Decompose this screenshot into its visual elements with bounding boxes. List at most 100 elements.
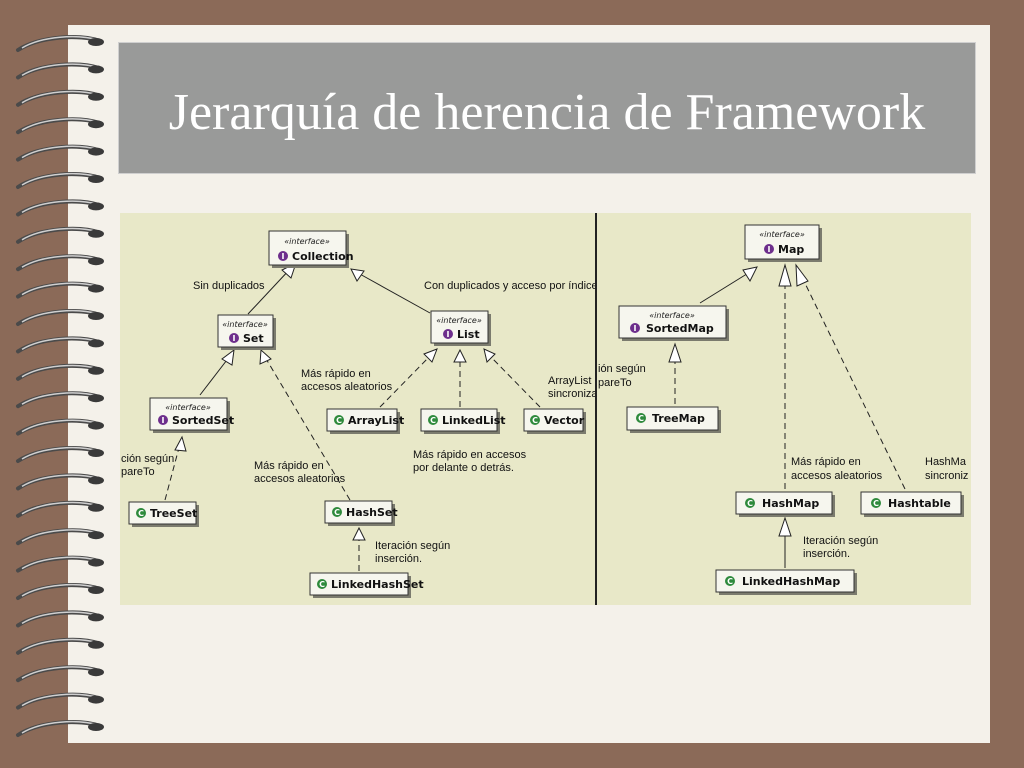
name-sortedmap: SortedMap <box>646 322 714 335</box>
arrowhead-vector-list <box>483 348 496 363</box>
stereotype-map: «interface» <box>759 230 805 239</box>
node-collection: «interface» I Collection <box>268 230 354 268</box>
arrowhead-sortedmap-map <box>742 266 758 283</box>
spiral-hole <box>88 586 104 594</box>
spiral-hole <box>88 668 104 677</box>
stereotype-list: «interface» <box>436 316 482 325</box>
badge-letter-linkedhashset: C <box>319 580 325 589</box>
interface-badge-icon <box>764 244 774 254</box>
class-badge-icon <box>317 579 327 589</box>
edges-collection <box>164 262 541 571</box>
spiral-hole <box>88 613 104 622</box>
edges-map <box>668 263 906 568</box>
node-map: «interface» I Map <box>744 224 822 262</box>
spiral-hole <box>88 312 104 320</box>
arrowhead-arraylist-list <box>423 348 438 363</box>
node-sortedset: «interface» I SortedSet <box>149 397 234 433</box>
name-treeset: TreeSet <box>150 507 197 520</box>
spiral-hole <box>88 229 104 238</box>
badge-letter-treeset: C <box>138 509 144 518</box>
node-linkedlist: C LinkedList <box>420 408 506 434</box>
badge-letter-sortedset: I <box>162 416 165 425</box>
name-arraylist: ArrayList <box>348 414 404 427</box>
note-arraylist-sinc-1: ArrayList <box>548 375 591 387</box>
node-hashmap: C HashMap <box>735 491 835 517</box>
name-hashset: HashSet <box>346 506 398 519</box>
note-sortedmap-iter-2: pareTo <box>598 377 632 389</box>
note-hashset-rapido-1: Más rápido en <box>254 460 324 472</box>
stereotype-collection: «interface» <box>284 237 330 246</box>
spiral-hole <box>88 723 104 731</box>
spiral-hole <box>88 476 104 485</box>
note-linkedhashset-iter-1: Iteración según <box>375 540 450 552</box>
edge-vector-list <box>489 355 541 408</box>
node-treemap: C TreeMap <box>626 406 721 433</box>
edge-list-collection <box>357 272 431 314</box>
spiral-hole <box>88 366 104 375</box>
arrowhead-linkedhashmap-hashmap <box>778 516 792 537</box>
name-treemap: TreeMap <box>652 412 705 425</box>
arrowhead-treemap-sortedmap <box>668 342 682 363</box>
node-hashtable: C Hashtable <box>860 491 964 517</box>
arrowhead-hashmap-map <box>778 263 792 287</box>
class-badge-icon <box>428 415 438 425</box>
note-list-delante-2: por delante o detrás. <box>413 462 514 474</box>
badge-letter-list: I <box>447 330 450 339</box>
class-badge-icon <box>636 413 646 423</box>
note-hashmap-rapido-1: Más rápido en <box>791 456 861 468</box>
edge-set-collection <box>247 267 292 315</box>
spiral-hole <box>88 147 104 156</box>
class-badge-icon <box>871 498 881 508</box>
name-linkedhashset: LinkedHashSet <box>331 578 424 591</box>
edge-sortedset-set <box>199 355 231 396</box>
edge-arraylist-list <box>379 354 432 408</box>
spiral-hole <box>88 284 104 293</box>
spiral-hole <box>88 421 104 430</box>
name-vector: Vector <box>544 414 585 427</box>
badge-letter-set: I <box>233 334 236 343</box>
note-sortedset-iter-1: ción según <box>121 453 174 465</box>
arrowhead-linkedhashset-hashset <box>352 526 366 541</box>
stereotype-set: «interface» <box>222 320 268 329</box>
spiral-rings <box>16 35 104 737</box>
badge-letter-hashmap: C <box>747 499 753 508</box>
note-hashtable-sinc-1: HashMa <box>925 456 967 468</box>
badge-letter-hashset: C <box>334 508 340 517</box>
arrowhead-hashset-set <box>259 348 272 365</box>
interface-badge-icon <box>630 323 640 333</box>
node-linkedhashset: C LinkedHashSet <box>309 572 424 598</box>
name-hashmap: HashMap <box>762 497 819 510</box>
spiral-hole <box>88 449 104 457</box>
note-hashset-rapido-2: accesos aleatorios <box>254 473 346 485</box>
class-badge-icon <box>530 415 540 425</box>
badge-letter-arraylist: C <box>336 416 342 425</box>
note-con-duplicados: Con duplicados y acceso por índice <box>424 280 598 292</box>
class-badge-icon <box>332 507 342 517</box>
spiral-hole <box>88 202 104 211</box>
arrowhead-list-collection <box>350 268 365 282</box>
node-linkedhashmap: C LinkedHashMap <box>715 569 857 595</box>
note-set-rapido-2: accesos aleatorios <box>301 381 393 393</box>
note-list-delante-1: Más rápido en accesos <box>413 449 527 461</box>
stereotype-sortedmap: «interface» <box>649 311 695 320</box>
note-hashmap-rapido-2: accesos aleatorios <box>791 470 883 482</box>
name-sortedset: SortedSet <box>172 414 234 427</box>
name-set: Set <box>243 332 264 345</box>
class-badge-icon <box>725 576 735 586</box>
note-sortedmap-iter-1: ión según <box>598 363 646 375</box>
spiral-hole <box>88 257 104 266</box>
node-sortedmap: «interface» I SortedMap <box>618 305 729 341</box>
badge-letter-vector: C <box>532 416 538 425</box>
badge-letter-map: I <box>768 245 771 254</box>
name-list: List <box>457 328 480 341</box>
class-badge-icon <box>745 498 755 508</box>
edge-sortedmap-map <box>699 271 751 304</box>
name-collection: Collection <box>292 250 354 263</box>
class-badge-icon <box>334 415 344 425</box>
interface-badge-icon <box>229 333 239 343</box>
note-linkedhashset-iter-2: inserción. <box>375 553 422 565</box>
interface-badge-icon <box>278 251 288 261</box>
note-linkedhashmap-iter-1: Iteración según <box>803 535 878 547</box>
spiral-hole <box>88 339 104 348</box>
